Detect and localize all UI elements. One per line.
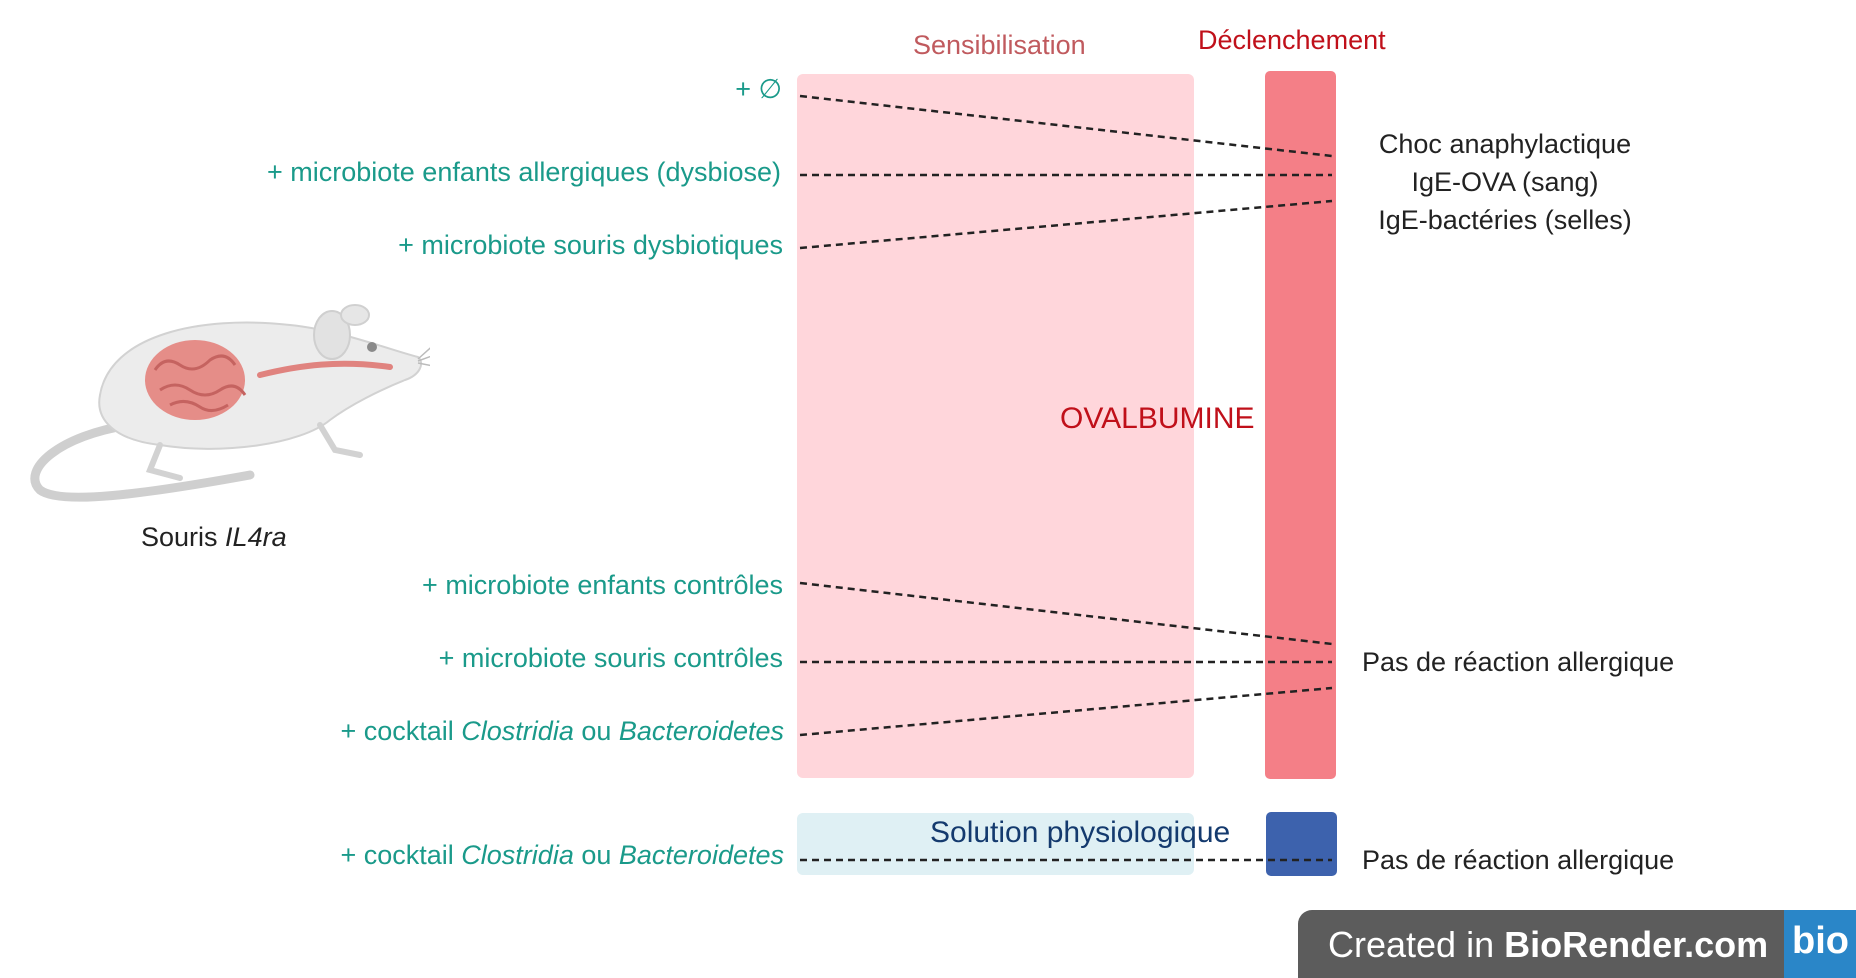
group-control-mice: + microbiote souris contrôles: [438, 643, 783, 673]
trigger-header: Déclenchement: [1198, 25, 1386, 55]
group-control-children: + microbiote enfants contrôles: [422, 570, 783, 600]
mouse-label: Souris IL4ra: [141, 522, 287, 552]
sensitization-panel: [797, 74, 1194, 778]
result-ige-bacteria: IgE-bactéries (selles): [1378, 205, 1632, 235]
connector-line: [799, 94, 1333, 158]
mouse-with-gut-icon: [30, 304, 430, 502]
group-dysbiotic-mice: + microbiote souris dysbiotiques: [398, 230, 783, 260]
group-cocktail-saline: + cocktail Clostridia ou Bacteroidetes: [340, 840, 784, 870]
trigger-bar: [1265, 71, 1336, 779]
connector-line: [799, 581, 1333, 646]
ovalbumin-label: OVALBUMINE: [1060, 402, 1255, 435]
saline-label: Solution physiologique: [930, 816, 1231, 849]
biorender-watermark: [1298, 910, 1856, 978]
biorender-logo-icon: [1784, 910, 1856, 978]
result-anaphylaxis: Choc anaphylactique: [1378, 129, 1632, 159]
saline-panel: [797, 813, 1194, 875]
result-no-reaction-control: Pas de réaction allergique: [1362, 647, 1675, 677]
sensitization-header: Sensibilisation: [913, 30, 1086, 60]
group-cocktail-ova: + cocktail Clostridia ou Bacteroidetes: [340, 716, 784, 746]
result-ige-ova: IgE-OVA (sang): [1411, 167, 1599, 197]
biorender-logo-text: bio: [1792, 920, 1849, 962]
result-no-reaction-saline: Pas de réaction allergique: [1362, 845, 1675, 875]
watermark-text: Created in BioRender.com: [1328, 924, 1769, 965]
allergic-results: Choc anaphylactique IgE-OVA (sang) IgE-b…: [1360, 125, 1650, 239]
group-allergic-children: + microbiote enfants allergiques (dysbio…: [266, 157, 781, 187]
connector-line: [799, 199, 1333, 250]
connector-line: [799, 686, 1333, 737]
group-none: + ∅: [735, 74, 782, 104]
saline-trigger-square: [1266, 812, 1337, 876]
